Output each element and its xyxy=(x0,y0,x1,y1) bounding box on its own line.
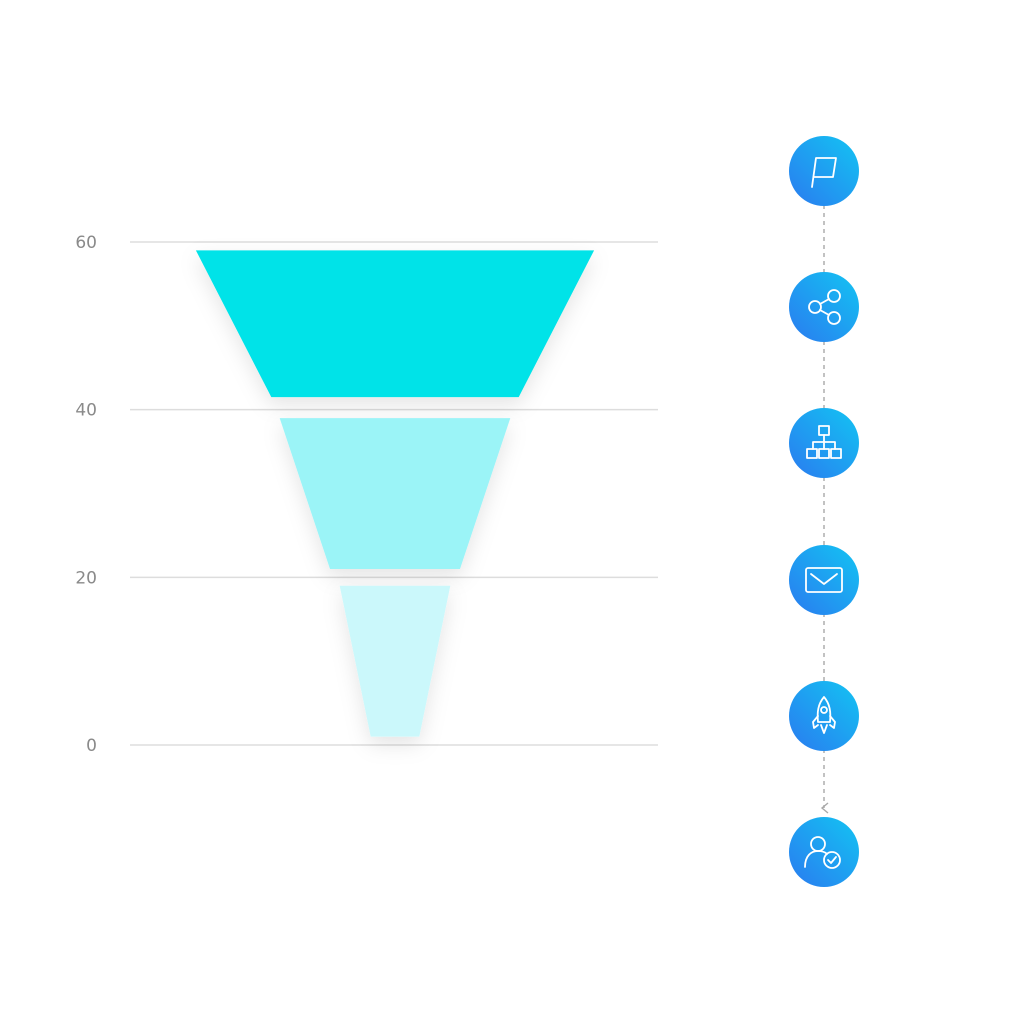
step-flag[interactable] xyxy=(789,136,859,206)
step-timeline xyxy=(789,136,859,887)
y-tick-label: 0 xyxy=(86,736,97,756)
user-check-icon xyxy=(804,836,841,869)
envelope-icon xyxy=(805,567,843,593)
step-user-check[interactable] xyxy=(789,817,859,887)
step-envelope[interactable] xyxy=(789,545,859,615)
step-rocket[interactable] xyxy=(789,681,859,751)
funnel-stages xyxy=(195,250,595,737)
y-tick-label: 40 xyxy=(75,401,97,421)
y-tick-label: 60 xyxy=(75,233,97,253)
step-share[interactable] xyxy=(789,272,859,342)
y-tick-label: 20 xyxy=(75,568,97,588)
y-axis-ticks: 0 20 40 60 xyxy=(75,233,97,756)
funnel-stage-1 xyxy=(195,250,595,398)
step-hierarchy[interactable] xyxy=(789,408,859,478)
share-icon xyxy=(808,289,841,325)
grid-lines xyxy=(130,241,658,746)
flag-icon xyxy=(811,157,837,188)
rocket-icon xyxy=(812,696,836,734)
funnel-stage-3 xyxy=(339,585,451,737)
hierarchy-icon xyxy=(806,425,842,459)
funnel-stage-2 xyxy=(279,418,511,569)
